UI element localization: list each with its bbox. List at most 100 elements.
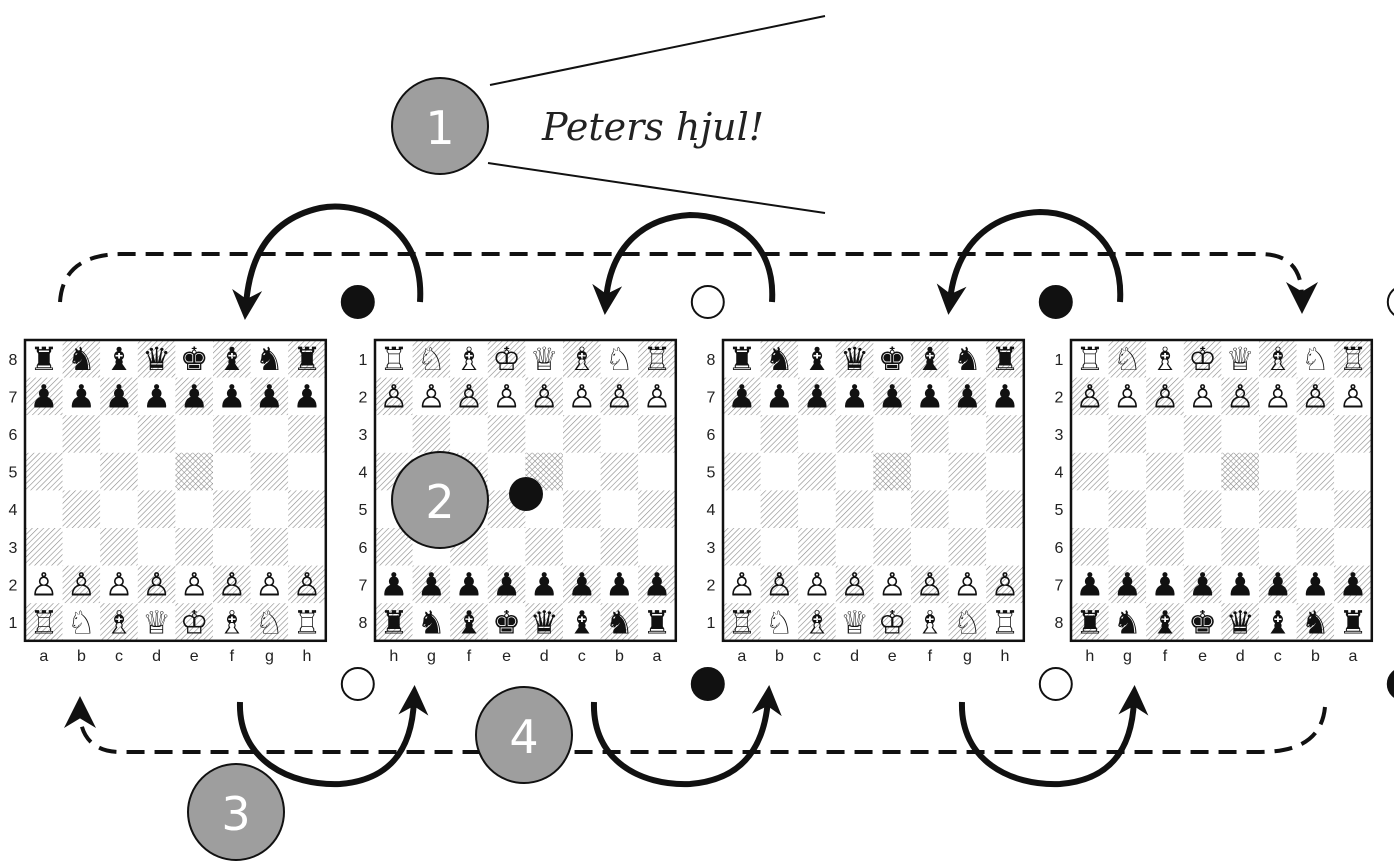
chess-piece: ♙ xyxy=(492,378,521,416)
chess-piece: ♛ xyxy=(530,603,559,641)
chess-piece: ♙ xyxy=(530,378,559,416)
board-square xyxy=(1221,528,1259,566)
board-square xyxy=(638,453,676,491)
chess-piece: ♕ xyxy=(530,340,559,378)
chess-piece: ♙ xyxy=(1339,378,1368,416)
board-square xyxy=(563,490,601,528)
rank-label: 4 xyxy=(707,502,716,519)
chess-piece: ♟ xyxy=(492,566,521,604)
bottom-dashed-loop xyxy=(80,707,1325,752)
rank-label: 1 xyxy=(359,352,368,369)
chess-piece: ♙ xyxy=(953,566,982,604)
chess-piece: ♟ xyxy=(217,378,246,416)
board-square xyxy=(63,453,101,491)
chess-piece: ♙ xyxy=(643,378,672,416)
rank-label: 6 xyxy=(1055,540,1064,557)
chess-piece: ♞ xyxy=(417,603,446,641)
chess-piece: ♜ xyxy=(727,340,756,378)
chess-piece: ♟ xyxy=(530,566,559,604)
board-square xyxy=(251,415,289,453)
rank-label: 5 xyxy=(1055,502,1064,519)
file-label: a xyxy=(653,648,662,665)
turn-indicator-top xyxy=(342,286,374,318)
board-square xyxy=(175,490,213,528)
board-square xyxy=(175,528,213,566)
chess-piece: ♟ xyxy=(991,378,1020,416)
chess-piece: ♗ xyxy=(1151,340,1180,378)
board-3: ♜♞♝♛♚♝♞♜♟♟♟♟♟♟♟♟♙♙♙♙♙♙♙♙♖♘♗♕♔♗♘♖87654321… xyxy=(707,286,1072,700)
chess-piece: ♟ xyxy=(180,378,209,416)
board-square xyxy=(1146,528,1184,566)
board-square xyxy=(911,415,949,453)
chess-piece: ♞ xyxy=(605,603,634,641)
board-square xyxy=(836,490,874,528)
chess-piece: ♟ xyxy=(803,378,832,416)
chess-piece: ♟ xyxy=(1113,566,1142,604)
turn-indicator-top xyxy=(1040,286,1072,318)
chess-piece: ♙ xyxy=(105,566,134,604)
board-square xyxy=(25,415,63,453)
board-square xyxy=(63,415,101,453)
chess-piece: ♗ xyxy=(455,340,484,378)
board-square xyxy=(288,528,326,566)
board-square xyxy=(723,453,761,491)
board-square xyxy=(836,453,874,491)
chess-piece: ♟ xyxy=(1339,566,1368,604)
board-square xyxy=(1146,453,1184,491)
file-label: h xyxy=(1085,648,1094,665)
board-square xyxy=(949,490,987,528)
board-square xyxy=(601,453,639,491)
chess-piece: ♘ xyxy=(953,603,982,641)
file-label: g xyxy=(265,648,274,665)
board-square xyxy=(1334,490,1372,528)
board-square xyxy=(288,415,326,453)
chess-piece: ♖ xyxy=(293,603,322,641)
chess-piece: ♜ xyxy=(293,340,322,378)
board-square xyxy=(25,490,63,528)
rank-label: 3 xyxy=(359,427,368,444)
chess-piece: ♙ xyxy=(379,378,408,416)
board-square xyxy=(288,453,326,491)
marker-3: 3 xyxy=(188,764,284,860)
chess-piece: ♔ xyxy=(878,603,907,641)
rank-label: 8 xyxy=(707,352,716,369)
board-square xyxy=(723,490,761,528)
board-square xyxy=(450,415,488,453)
turn-indicator-bottom xyxy=(692,668,724,700)
file-label: b xyxy=(1311,648,1320,665)
turn-indicator-bottom xyxy=(1040,668,1072,700)
board-1: ♜♞♝♛♚♝♞♜♟♟♟♟♟♟♟♟♙♙♙♙♙♙♙♙♖♘♗♕♔♗♘♖87654321… xyxy=(9,286,374,700)
chess-piece: ♗ xyxy=(105,603,134,641)
marker-2-label: 2 xyxy=(425,475,454,529)
chess-piece: ♖ xyxy=(379,340,408,378)
chess-piece: ♔ xyxy=(1188,340,1217,378)
turn-indicator-top xyxy=(692,286,724,318)
board-square xyxy=(213,490,251,528)
chess-piece: ♖ xyxy=(643,340,672,378)
board-square xyxy=(949,528,987,566)
chess-piece: ♝ xyxy=(1151,603,1180,641)
board-square xyxy=(1297,490,1335,528)
board-square xyxy=(488,528,526,566)
board-square xyxy=(911,453,949,491)
chess-piece: ♟ xyxy=(605,566,634,604)
highlight-square xyxy=(1221,453,1259,491)
file-label: e xyxy=(502,648,511,665)
boards: ♜♞♝♛♚♝♞♜♟♟♟♟♟♟♟♟♙♙♙♙♙♙♙♙♖♘♗♕♔♗♘♖87654321… xyxy=(9,286,1394,700)
board-square xyxy=(1184,453,1222,491)
chess-piece: ♙ xyxy=(1301,378,1330,416)
chess-piece: ♙ xyxy=(1075,378,1104,416)
rank-label: 4 xyxy=(359,465,368,482)
board-square xyxy=(1297,415,1335,453)
board-square xyxy=(138,453,176,491)
file-label: e xyxy=(1198,648,1207,665)
callout-title: Peters hjul! xyxy=(541,105,764,149)
board-square xyxy=(601,528,639,566)
chess-piece: ♜ xyxy=(643,603,672,641)
board-square xyxy=(986,453,1024,491)
board-square xyxy=(798,490,836,528)
board-square xyxy=(1184,528,1222,566)
chess-piece: ♘ xyxy=(255,603,284,641)
board-square xyxy=(836,415,874,453)
file-label: g xyxy=(1123,648,1132,665)
